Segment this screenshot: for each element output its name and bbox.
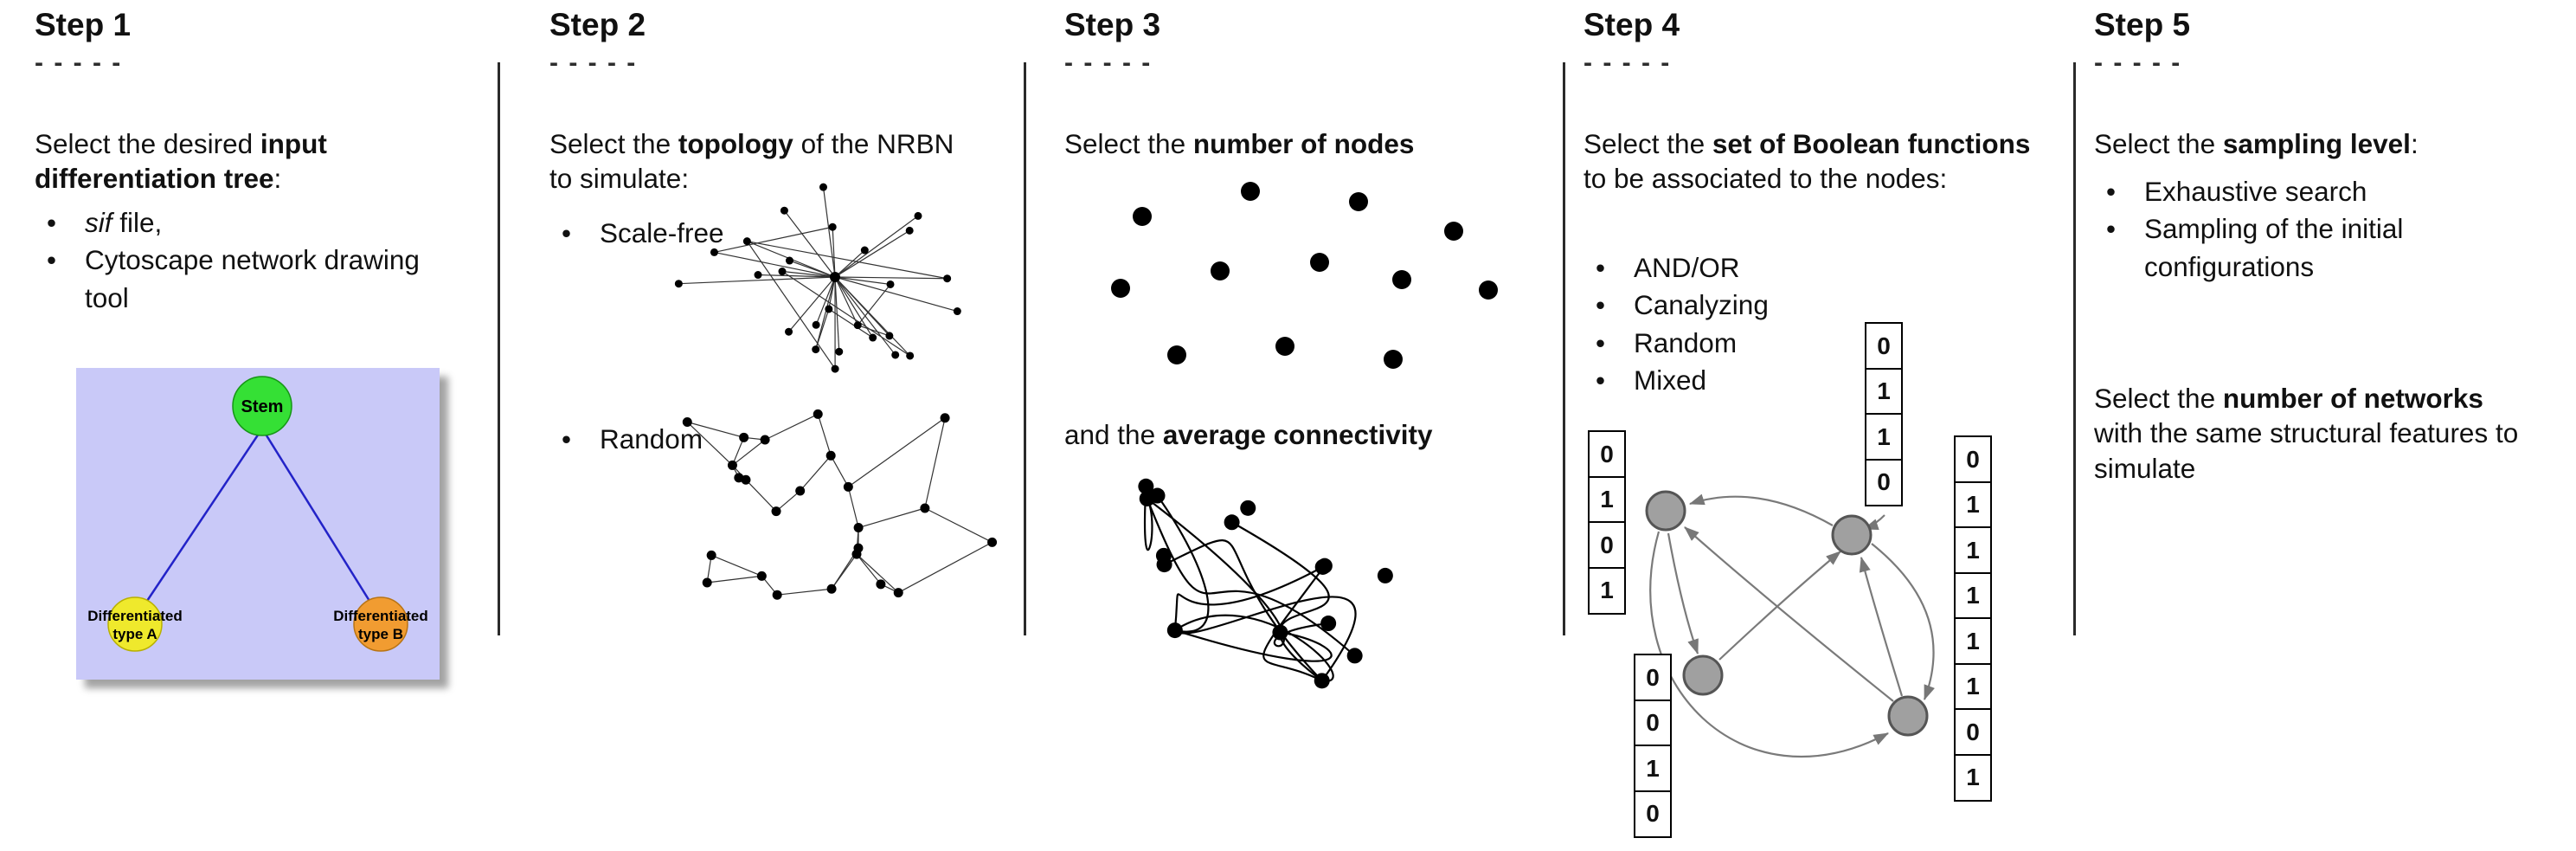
type-b-label-line2: type B [358, 626, 403, 642]
step-5-title: Step 5 [2094, 7, 2191, 42]
bullet-random: Random [1584, 325, 1860, 363]
bullet-and-or: AND/OR [1584, 249, 1860, 287]
step-5-line2: Select the number of networks with the s… [2094, 383, 2519, 484]
step-1-intro: Select the desired input differentiation… [35, 128, 327, 195]
tree-edge-b [260, 428, 382, 620]
divider-3 [1563, 62, 1565, 635]
truth-table-cell: 0 [1634, 699, 1672, 747]
bullet-sif-file: sif file, [35, 204, 450, 242]
step-3-dashes: - - - - - [1064, 48, 1153, 77]
step-2-column: Step 2 - - - - - Select the topology of … [549, 0, 998, 851]
arrow-b-to-d [1871, 543, 1935, 701]
truth-table-cell: 0 [1588, 521, 1626, 569]
step-3-line1: Select the number of nodes [1064, 128, 1415, 159]
stem-node [232, 376, 292, 436]
step-1-bullets: sif file, Cytoscape network drawing tool [35, 204, 450, 317]
type-b-node [353, 596, 408, 652]
boolean-node-a [1645, 490, 1686, 532]
type-a-label-line2: type A [112, 626, 157, 642]
step-2-bullet-scale-free: Scale-free [549, 215, 826, 253]
boolean-node-c [1682, 654, 1724, 696]
arrow-d-to-a [1684, 526, 1894, 702]
divider-4 [2073, 62, 2076, 635]
truth-table-cell: 1 [1954, 480, 1992, 529]
scale-free-network-image [674, 183, 961, 373]
truth-table-bottom: 0 0 1 0 [1634, 654, 1672, 838]
step-1-title: Step 1 [35, 7, 132, 42]
divider-1 [498, 62, 500, 635]
step-4-intro: Select the set of Boolean functions to b… [1584, 128, 2031, 195]
type-a-label-line1: Differentiated [87, 608, 183, 624]
step-3-line2: and the average connectivity [1064, 419, 1433, 450]
truth-table-cell: 1 [1588, 566, 1626, 615]
step-2-bullet-random: Random [549, 421, 826, 459]
truth-table-cell: 0 [1865, 322, 1903, 370]
truth-table-cell: 1 [1954, 617, 1992, 665]
truth-table-cell: 1 [1954, 526, 1992, 574]
connectivity-network-image [1138, 478, 1393, 689]
truth-table-cell: 1 [1865, 413, 1903, 461]
step-2-intro: Select the topology of the NRBN to simul… [549, 128, 954, 195]
boolean-node-d [1887, 695, 1929, 737]
step-4-column: Step 4 - - - - - Select the set of Boole… [1584, 0, 2061, 851]
arrow-c-to-b [1718, 551, 1841, 661]
step-2-dashes: - - - - - [549, 48, 638, 77]
truth-table-cell: 1 [1634, 745, 1672, 792]
arrow-d-to-b [1859, 556, 1904, 697]
step-4-dashes: - - - - - [1584, 48, 1672, 77]
step-1-dashes: - - - - - [35, 48, 123, 77]
boolean-node-b [1831, 514, 1873, 556]
arrow-a-to-d [1649, 531, 1889, 758]
bullet-exhaustive-search: Exhaustive search [2094, 173, 2544, 211]
truth-table-cell: 1 [1954, 571, 1992, 620]
bullet-cytoscape: Cytoscape network drawing tool [35, 242, 450, 317]
boolean-network-arrows [1645, 490, 1935, 758]
step-5-bullets: Exhaustive search Sampling of the initia… [2094, 173, 2544, 286]
truth-table-cell: 1 [1954, 753, 1992, 802]
truth-table-cell: 0 [1954, 435, 1992, 483]
step-1-column: Step 1 - - - - - Select the desired inpu… [35, 0, 467, 851]
arrow-a-to-c [1667, 532, 1699, 655]
truth-table-cell: 1 [1865, 367, 1903, 416]
truth-table-top: 0 1 1 0 [1865, 322, 1903, 506]
truth-table-cell: 1 [1588, 475, 1626, 524]
truth-table-left: 0 1 0 1 [1588, 430, 1626, 615]
differentiation-tree-image: Stem Differentiated type A Differentiate… [76, 368, 440, 680]
truth-table-right: 0 1 1 1 1 1 0 1 [1954, 435, 1992, 802]
truth-table-cell: 1 [1954, 662, 1992, 711]
step-3-column: Step 3 - - - - - Select the number of no… [1064, 0, 1558, 851]
truth-table-cell: 0 [1634, 790, 1672, 838]
truth-table-cell: 0 [1588, 430, 1626, 478]
divider-2 [1024, 62, 1026, 635]
nodes-scatter-image [1111, 182, 1498, 369]
truth-table-cell: 0 [1865, 458, 1903, 506]
truth-table-cell: 0 [1954, 708, 1992, 756]
truth-table-cell: 0 [1634, 654, 1672, 701]
step-5-line1: Select the sampling level: [2094, 128, 2419, 159]
step-3-title: Step 3 [1064, 7, 1161, 42]
boolean-network-graphic: 0 1 1 0 0 1 0 1 0 0 1 0 0 1 1 1 [1584, 307, 2061, 851]
step-4-bullets: AND/OR Canalyzing Random Mixed [1584, 249, 1860, 400]
type-a-node [107, 596, 163, 652]
tree-edge-a [133, 428, 264, 620]
bullet-mixed: Mixed [1584, 362, 1860, 400]
bullet-sampling-initial: Sampling of the initial configurations [2094, 210, 2544, 286]
bullet-canalyzing: Canalyzing [1584, 287, 1860, 325]
step-5-dashes: - - - - - [2094, 48, 2182, 77]
stem-label: Stem [241, 397, 284, 416]
arrow-b-to-a [1688, 493, 1834, 526]
random-network-image [682, 409, 998, 600]
type-b-label-line1: Differentiated [333, 608, 428, 624]
step-5-column: Step 5 - - - - - Select the sampling lev… [2094, 0, 2570, 851]
step-4-title: Step 4 [1584, 7, 1680, 42]
step-2-title: Step 2 [549, 7, 646, 42]
